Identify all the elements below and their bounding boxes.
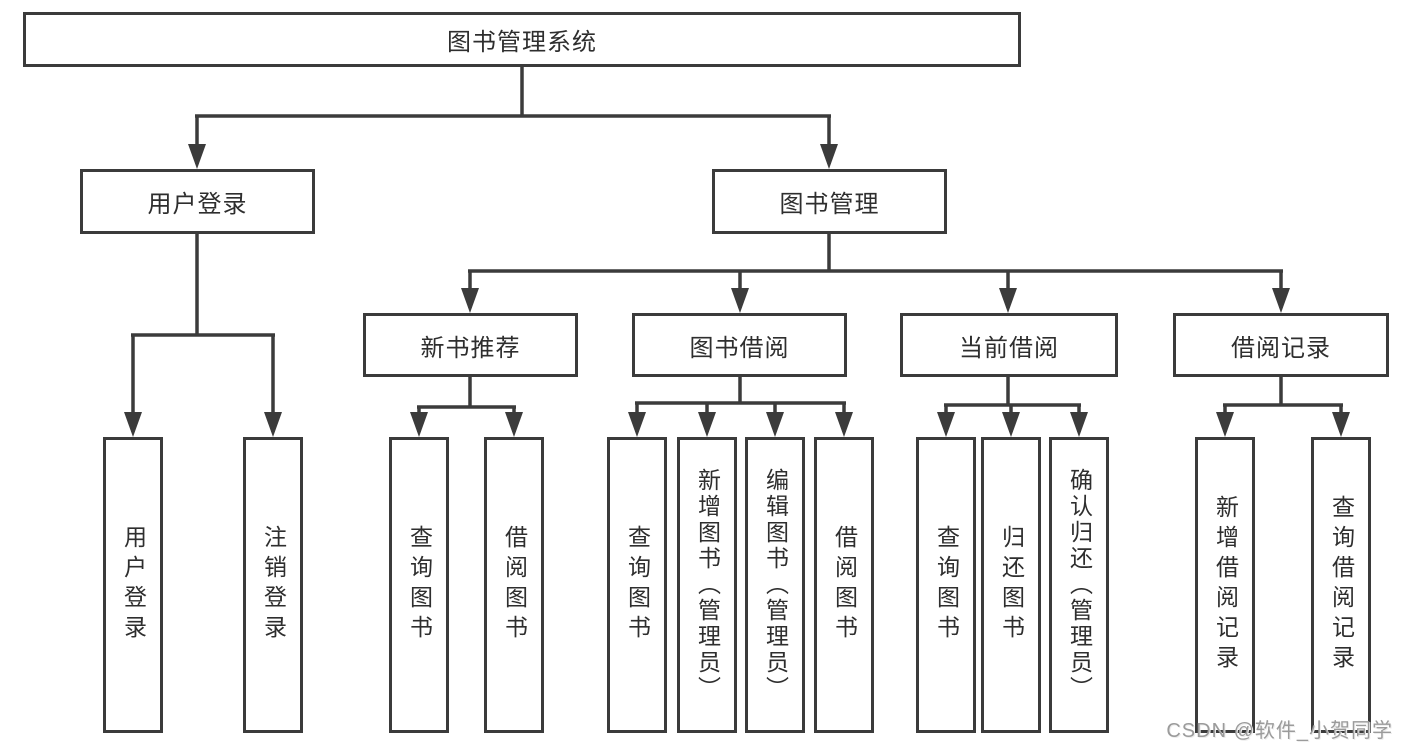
leaf-label: 归还图书 [998, 525, 1025, 645]
node-label: 当前借阅 [959, 334, 1059, 362]
leaf-label: 新增借阅记录 [1212, 495, 1239, 675]
node-label: 图书管理 [779, 191, 880, 218]
leaf-label: 编辑图书（管理员） [762, 468, 789, 702]
leaf-logout: 注销登录 [243, 437, 303, 733]
csdn-watermark: CSDN @软件_小贺同学 [1166, 720, 1393, 742]
node-label: 借阅记录 [1231, 334, 1331, 362]
leaf-label: 注销登录 [260, 525, 287, 645]
leaf-edit-books-admin: 编辑图书（管理员） [745, 437, 805, 733]
leaf-label: 借阅图书 [501, 525, 528, 645]
node-book-borrow: 图书借阅 [632, 313, 847, 377]
leaf-confirm-return-admin: 确认归还（管理员） [1049, 437, 1109, 733]
node-label: 新书推荐 [420, 334, 521, 362]
node-current-borrow: 当前借阅 [900, 313, 1118, 377]
leaf-label: 查询图书 [933, 525, 960, 645]
leaf-add-books-admin: 新增图书（管理员） [677, 437, 737, 733]
leaf-label: 借阅图书 [831, 525, 858, 645]
leaf-label: 查询借阅记录 [1328, 495, 1355, 675]
leaf-query-books-current: 查询图书 [916, 437, 976, 733]
leaf-borrow-books-recommend: 借阅图书 [484, 437, 544, 733]
node-label: 图书借阅 [689, 334, 790, 362]
node-label: 用户登录 [147, 191, 248, 218]
leaf-add-borrow-record: 新增借阅记录 [1195, 437, 1255, 733]
leaf-query-books-recommend: 查询图书 [389, 437, 449, 733]
node-new-book-recommend: 新书推荐 [363, 313, 578, 377]
leaf-label: 用户登录 [120, 525, 147, 645]
node-library-management-system: 图书管理系统 [23, 12, 1021, 67]
leaf-label: 查询图书 [624, 525, 651, 645]
leaf-borrow-books: 借阅图书 [814, 437, 874, 733]
node-label: 图书管理系统 [447, 29, 597, 56]
node-user-login: 用户登录 [80, 169, 315, 234]
leaf-query-borrow-record: 查询借阅记录 [1311, 437, 1371, 733]
leaf-query-books-borrow: 查询图书 [607, 437, 667, 733]
leaf-label: 新增图书（管理员） [694, 468, 721, 702]
node-book-management: 图书管理 [712, 169, 947, 234]
leaf-user-login: 用户登录 [103, 437, 163, 733]
node-borrow-records: 借阅记录 [1173, 313, 1389, 377]
leaf-label: 确认归还（管理员） [1066, 468, 1093, 702]
leaf-return-books: 归还图书 [981, 437, 1041, 733]
leaf-label: 查询图书 [406, 525, 433, 645]
